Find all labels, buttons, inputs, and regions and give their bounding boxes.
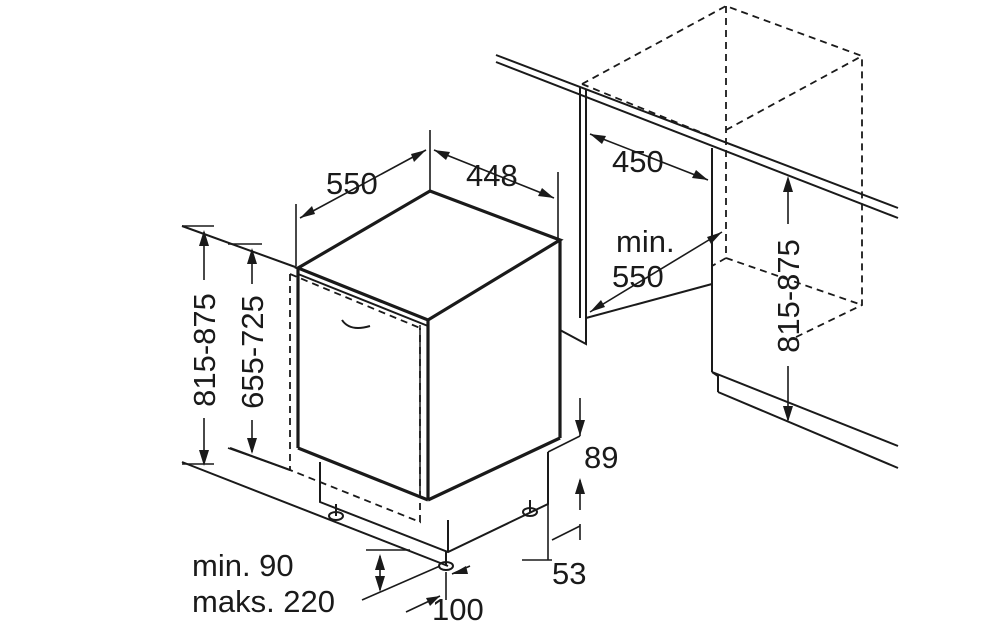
plinth-100-arrow <box>452 566 468 574</box>
height-655-arrow-top <box>247 248 257 264</box>
floor-back-line <box>181 225 299 269</box>
label-plinth-maks-220: maks. 220 <box>192 584 335 619</box>
label-height-655-725: 655-725 <box>235 295 270 409</box>
kitchen-niche <box>495 5 899 469</box>
door-bottom-edge <box>297 446 429 502</box>
height-left-arrow-bottom <box>199 450 209 466</box>
niche-height-arrow-bottom <box>783 406 793 422</box>
right-cabinet-floor-2 <box>717 391 899 469</box>
label-niche-min: min. <box>616 224 675 259</box>
label-niche-450: 450 <box>612 144 664 179</box>
niche-450-arrow-left <box>590 134 606 144</box>
upper-cabinet-dashed-front <box>725 55 863 131</box>
niche-depth-arrow-top <box>707 232 722 244</box>
plinth-89-arrow-lower <box>575 478 585 494</box>
plinth-53-base <box>551 525 581 541</box>
label-height-815-875-left: 815-875 <box>187 293 222 407</box>
height-left-arrow-top <box>199 230 209 246</box>
niche-450-line <box>589 133 709 181</box>
niche-depth-arrow-bottom <box>590 300 605 312</box>
dishwasher-top-face <box>294 189 564 322</box>
label-width-448: 448 <box>466 158 518 193</box>
worktop-bottom-edge <box>495 61 899 219</box>
label-depth-550: 550 <box>326 166 378 201</box>
niche-depth-line <box>589 231 723 313</box>
label-plinth-min-90: min. 90 <box>192 548 294 583</box>
left-cabinet-bottom <box>559 318 587 346</box>
left-cabinet-floor <box>585 283 713 319</box>
depth-550-line <box>299 149 427 219</box>
height-655-ext-bottom <box>227 447 291 471</box>
width-448-line <box>433 149 555 199</box>
decor-panel-dashed-outline <box>289 274 421 524</box>
dimension-labels: 550 448 450 min. 550 815-875 655-725 815… <box>187 144 806 627</box>
depth-550-arrow-right <box>411 150 426 162</box>
dishwasher-side-bottom <box>427 436 561 502</box>
label-plinth-89: 89 <box>584 440 618 475</box>
decor-panel-dashed-top <box>289 273 421 329</box>
niche-dashed-rear <box>711 257 727 267</box>
dishwasher <box>289 189 564 571</box>
height-655-arrow-bottom <box>247 438 257 454</box>
right-cabinet-plinth <box>711 371 719 392</box>
plinth-89-arrow <box>575 420 585 436</box>
width-448-arrow-right <box>538 188 554 198</box>
plinth-depth-leader <box>361 565 441 601</box>
label-niche-height-815-875: 815-875 <box>771 239 806 353</box>
depth-550-arrow-left <box>300 206 315 218</box>
dimension-lines <box>182 130 793 613</box>
plinth-89-ext-top <box>547 435 581 453</box>
label-plinth-53: 53 <box>552 556 586 591</box>
label-plinth-100: 100 <box>432 592 484 627</box>
door-handle <box>341 319 371 329</box>
niche-450-arrow-right <box>692 170 708 180</box>
plinth-depth-arrow-bottom <box>375 576 385 592</box>
door-top-trim <box>297 273 429 327</box>
floor-front-line <box>181 461 449 567</box>
width-448-arrow-left <box>434 150 450 160</box>
dishwasher-base <box>319 452 549 554</box>
niche-height-arrow-top <box>783 176 793 192</box>
right-cabinet-floor-1 <box>711 371 899 447</box>
plinth-100-arrow-left <box>426 596 440 606</box>
plinth-depth-arrow-top <box>375 554 385 570</box>
upper-cabinet-dashed-outline <box>581 5 863 341</box>
label-niche-550: 550 <box>612 259 664 294</box>
